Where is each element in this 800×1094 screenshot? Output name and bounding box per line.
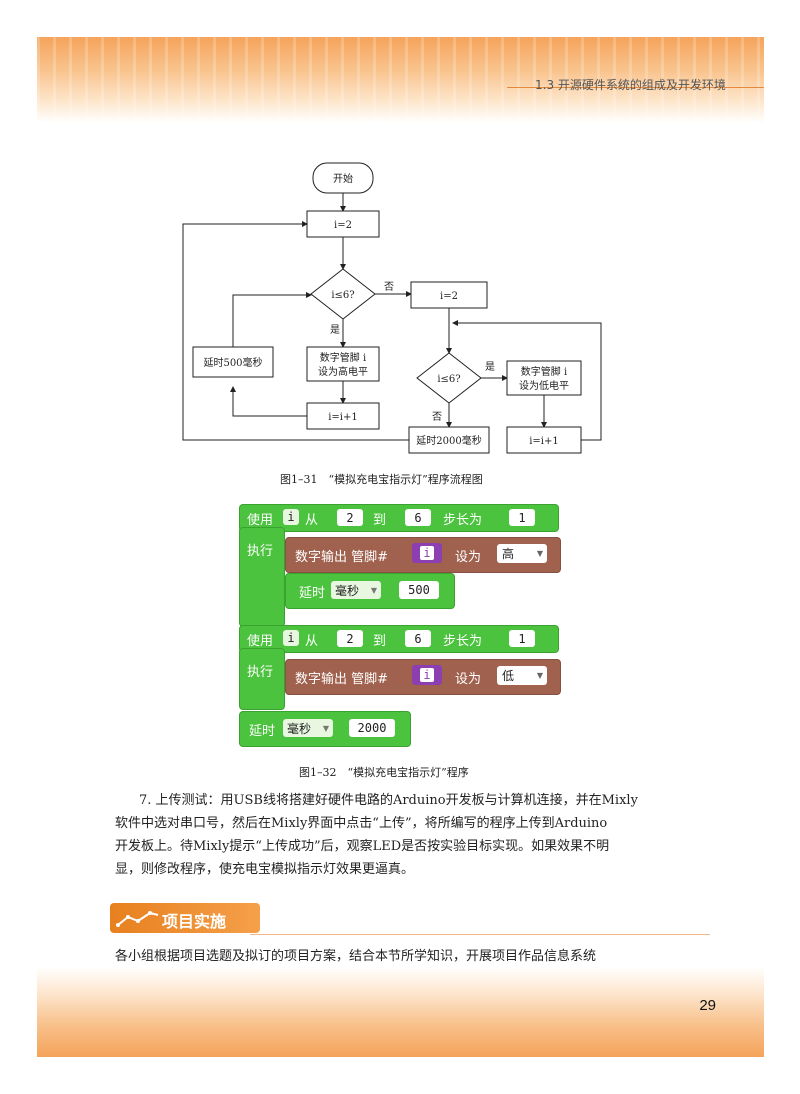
level-dropdown-low[interactable]: 低▼ bbox=[497, 666, 547, 685]
flow-delay500-text: 延时500毫秒 bbox=[203, 356, 262, 369]
digital-write-low-pin-var: i bbox=[420, 668, 434, 682]
flow-init2-node bbox=[410, 281, 488, 309]
delay-500-unit[interactable]: 毫秒 ▼ bbox=[331, 581, 381, 599]
for-loop-2-from: 从 bbox=[305, 634, 319, 649]
header-band bbox=[37, 37, 764, 123]
digital-write-low-pin[interactable]: i bbox=[412, 665, 442, 685]
for-loop-2-start[interactable]: 2 bbox=[337, 630, 363, 647]
flow-init1-text: i=2 bbox=[334, 220, 352, 231]
section-title: 项目实施 bbox=[162, 912, 227, 931]
for-loop-1-use: 使用 bbox=[247, 513, 274, 528]
page-number: 29 bbox=[699, 997, 716, 1014]
flow-cond2-text: i≤6? bbox=[437, 374, 460, 385]
flow-incr1-node bbox=[306, 402, 380, 430]
level-dropdown-high[interactable]: 高▼ bbox=[497, 544, 547, 563]
flow-yes2-label: 是 bbox=[485, 361, 495, 373]
section-heading-bg bbox=[110, 903, 260, 933]
header-rule bbox=[507, 87, 764, 88]
section-heading: 项目实施 bbox=[110, 903, 270, 935]
chevron-down-icon: ▼ bbox=[322, 723, 329, 733]
section-rule bbox=[250, 934, 710, 935]
for-loop-2-arm bbox=[239, 648, 285, 710]
footer-band bbox=[37, 967, 764, 1057]
paragraph-line-2: 软件中选对串口号，然后在Mixly界面中点击“上传”，将所编写的程序上传到Ard… bbox=[115, 816, 608, 831]
level-dropdown-high-value: 高 bbox=[502, 547, 515, 561]
for-loop-2-end[interactable]: 6 bbox=[405, 630, 431, 647]
flow-incr1-text: i=i+1 bbox=[328, 412, 358, 423]
for-loop-2-var[interactable]: i bbox=[283, 630, 299, 646]
textbook-page: 1.3 开源硬件系统的组成及开发环境 bbox=[37, 37, 764, 1057]
flow-set-high-node bbox=[306, 346, 380, 382]
chevron-down-icon: ▼ bbox=[536, 671, 543, 680]
digital-write-high-pin[interactable]: i bbox=[412, 543, 442, 563]
level-dropdown-low-value: 低 bbox=[502, 669, 515, 683]
for-loop-1-var[interactable]: i bbox=[283, 509, 299, 525]
trend-line-icon bbox=[116, 911, 159, 927]
for-loop-1-step[interactable]: 1 bbox=[509, 509, 535, 526]
delay-2000-label: 延时 bbox=[249, 724, 276, 739]
for-loop-2-exec: 执行 bbox=[247, 665, 274, 680]
flow-set-low-line2: 设为低电平 bbox=[519, 379, 569, 392]
for-loop-1-start[interactable]: 2 bbox=[337, 509, 363, 526]
delay-2000-unit[interactable]: 毫秒 ▼ bbox=[283, 719, 333, 737]
for-loop-1-exec: 执行 bbox=[247, 544, 274, 559]
flow-delay500-node bbox=[192, 346, 274, 378]
delay-500-value[interactable]: 500 bbox=[399, 581, 439, 599]
for-loop-1-from: 从 bbox=[305, 513, 319, 528]
flowchart: 开始 i=2 i≤6? 否 是 数字管脚 i 设为高电平 延时500毫秒 i=i… bbox=[182, 162, 602, 454]
for-loop-2-use: 使用 bbox=[247, 634, 274, 649]
header-decoration bbox=[37, 37, 764, 123]
flow-set-high-line1: 数字管脚 i bbox=[320, 351, 366, 364]
flow-cond1-text: i≤6? bbox=[331, 290, 354, 301]
flow-init1-node bbox=[306, 210, 380, 238]
figure-caption-1-31: 图1–31 “模拟充电宝指示灯”程序流程图 bbox=[280, 473, 483, 486]
paragraph-line-4: 显，则修改程序，使充电宝模拟指示灯效果更逼真。 bbox=[115, 862, 415, 877]
flow-init2-text: i=2 bbox=[440, 291, 458, 302]
figure-caption-1-32: 图1–32 “模拟充电宝指示灯”程序 bbox=[299, 766, 469, 779]
flow-no1-label: 否 bbox=[384, 281, 394, 293]
for-loop-1-end[interactable]: 6 bbox=[405, 509, 431, 526]
delay-500-label: 延时 bbox=[299, 586, 326, 601]
flow-set-low-node bbox=[506, 360, 582, 396]
delay-2000-value[interactable]: 2000 bbox=[349, 719, 395, 737]
flow-set-low-line1: 数字管脚 i bbox=[521, 365, 567, 378]
project-body-text: 各小组根据项目选题及拟订的项目方案，结合本节所学知识，开展项目作品信息系统 bbox=[115, 945, 695, 968]
for-loop-1-step-label: 步长为 bbox=[443, 513, 483, 528]
project-body-line: 各小组根据项目选题及拟订的项目方案，结合本节所学知识，开展项目作品信息系统 bbox=[115, 949, 597, 964]
delay-500-unit-value: 毫秒 bbox=[335, 583, 360, 598]
digital-write-high-label: 数字输出 管脚# bbox=[295, 550, 389, 565]
chevron-down-icon: ▼ bbox=[536, 549, 543, 558]
header-section-title: 1.3 开源硬件系统的组成及开发环境 bbox=[535, 78, 726, 92]
for-loop-2-to: 到 bbox=[373, 634, 387, 649]
chevron-down-icon: ▼ bbox=[370, 585, 377, 595]
digital-write-low-label: 数字输出 管脚# bbox=[295, 672, 389, 687]
digital-write-high-pin-var: i bbox=[420, 546, 434, 560]
for-loop-2-step-label: 步长为 bbox=[443, 634, 483, 649]
flow-no2-label: 否 bbox=[432, 411, 442, 423]
flow-yes1-label: 是 bbox=[330, 324, 340, 336]
flow-delay2000-node bbox=[408, 426, 490, 454]
paragraph-line-1: 7. 上传测试：用USB线将搭建好硬件电路的Arduino开发板与计算机连接，并… bbox=[139, 793, 638, 808]
flow-incr2-node bbox=[506, 426, 582, 454]
for-loop-1-to: 到 bbox=[373, 513, 387, 528]
flow-delay2000-text: 延时2000毫秒 bbox=[416, 434, 481, 447]
flow-start-text: 开始 bbox=[333, 172, 353, 185]
flow-incr2-text: i=i+1 bbox=[529, 436, 559, 447]
for-loop-2-step[interactable]: 1 bbox=[509, 630, 535, 647]
digital-write-high-set-to: 设为 bbox=[455, 550, 482, 565]
paragraph-line-3: 开发板上。待Mixly提示“上传成功”后，观察LED是否按实验目标实现。如果效果… bbox=[115, 839, 610, 854]
flow-set-high-line2: 设为高电平 bbox=[318, 365, 368, 378]
delay-2000-unit-value: 毫秒 bbox=[287, 721, 312, 736]
step7-paragraph: 7. 上传测试：用USB线将搭建好硬件电路的Arduino开发板与计算机连接，并… bbox=[115, 789, 719, 881]
digital-write-low-set-to: 设为 bbox=[455, 672, 482, 687]
